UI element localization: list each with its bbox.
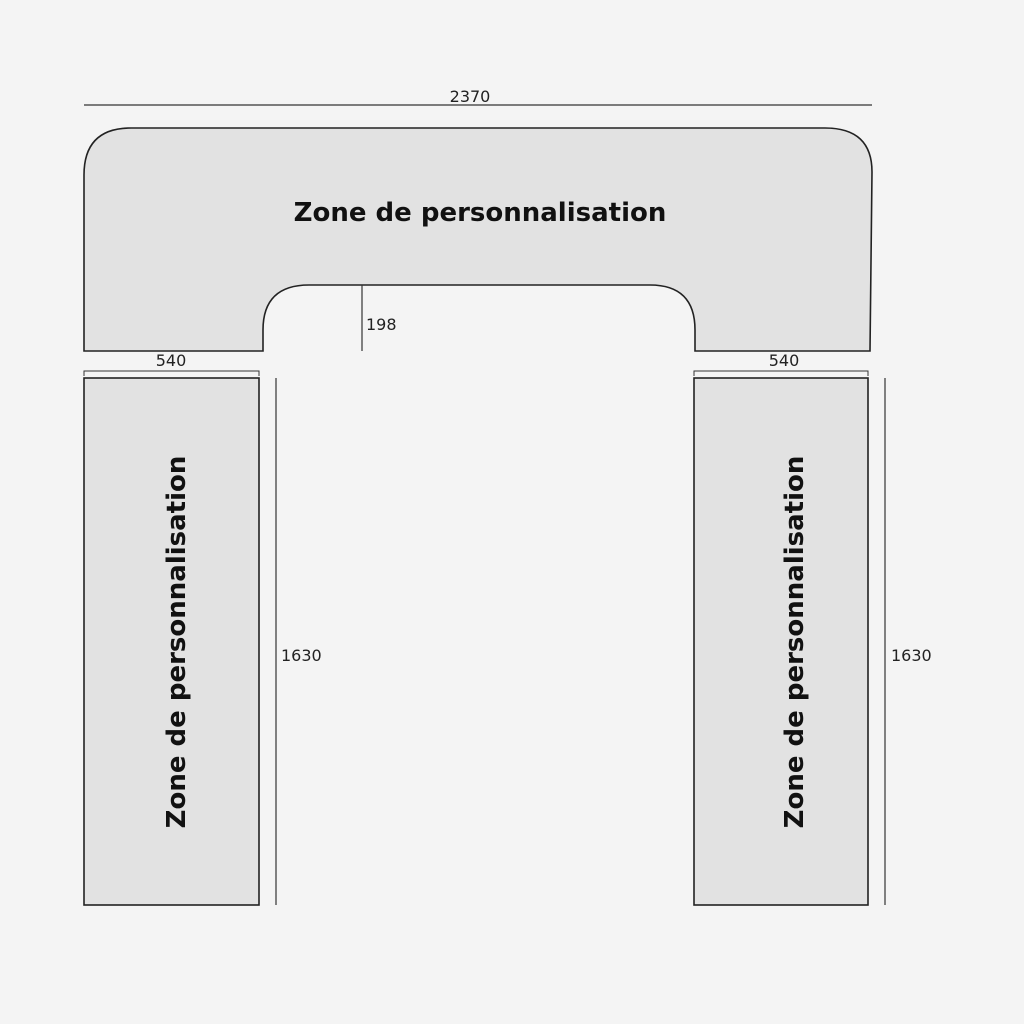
left-width-dimension-line — [83, 370, 260, 376]
top-panel — [83, 127, 873, 352]
right-width-dimension-line — [693, 370, 869, 376]
left-panel — [83, 377, 260, 906]
right-height-dimension: 1630 — [891, 646, 932, 665]
top-panel-label: Zone de personnalisation — [294, 198, 667, 228]
left-height-dimension: 1630 — [281, 646, 322, 665]
right-panel — [693, 377, 869, 906]
right-panel-label: Zone de personnalisation — [780, 456, 810, 829]
top-width-dimension: 2370 — [450, 87, 491, 106]
right-width-dimension: 540 — [769, 351, 800, 370]
left-panel-label: Zone de personnalisation — [162, 456, 192, 829]
inner-height-dimension: 198 — [366, 315, 397, 334]
left-width-dimension: 540 — [156, 351, 187, 370]
